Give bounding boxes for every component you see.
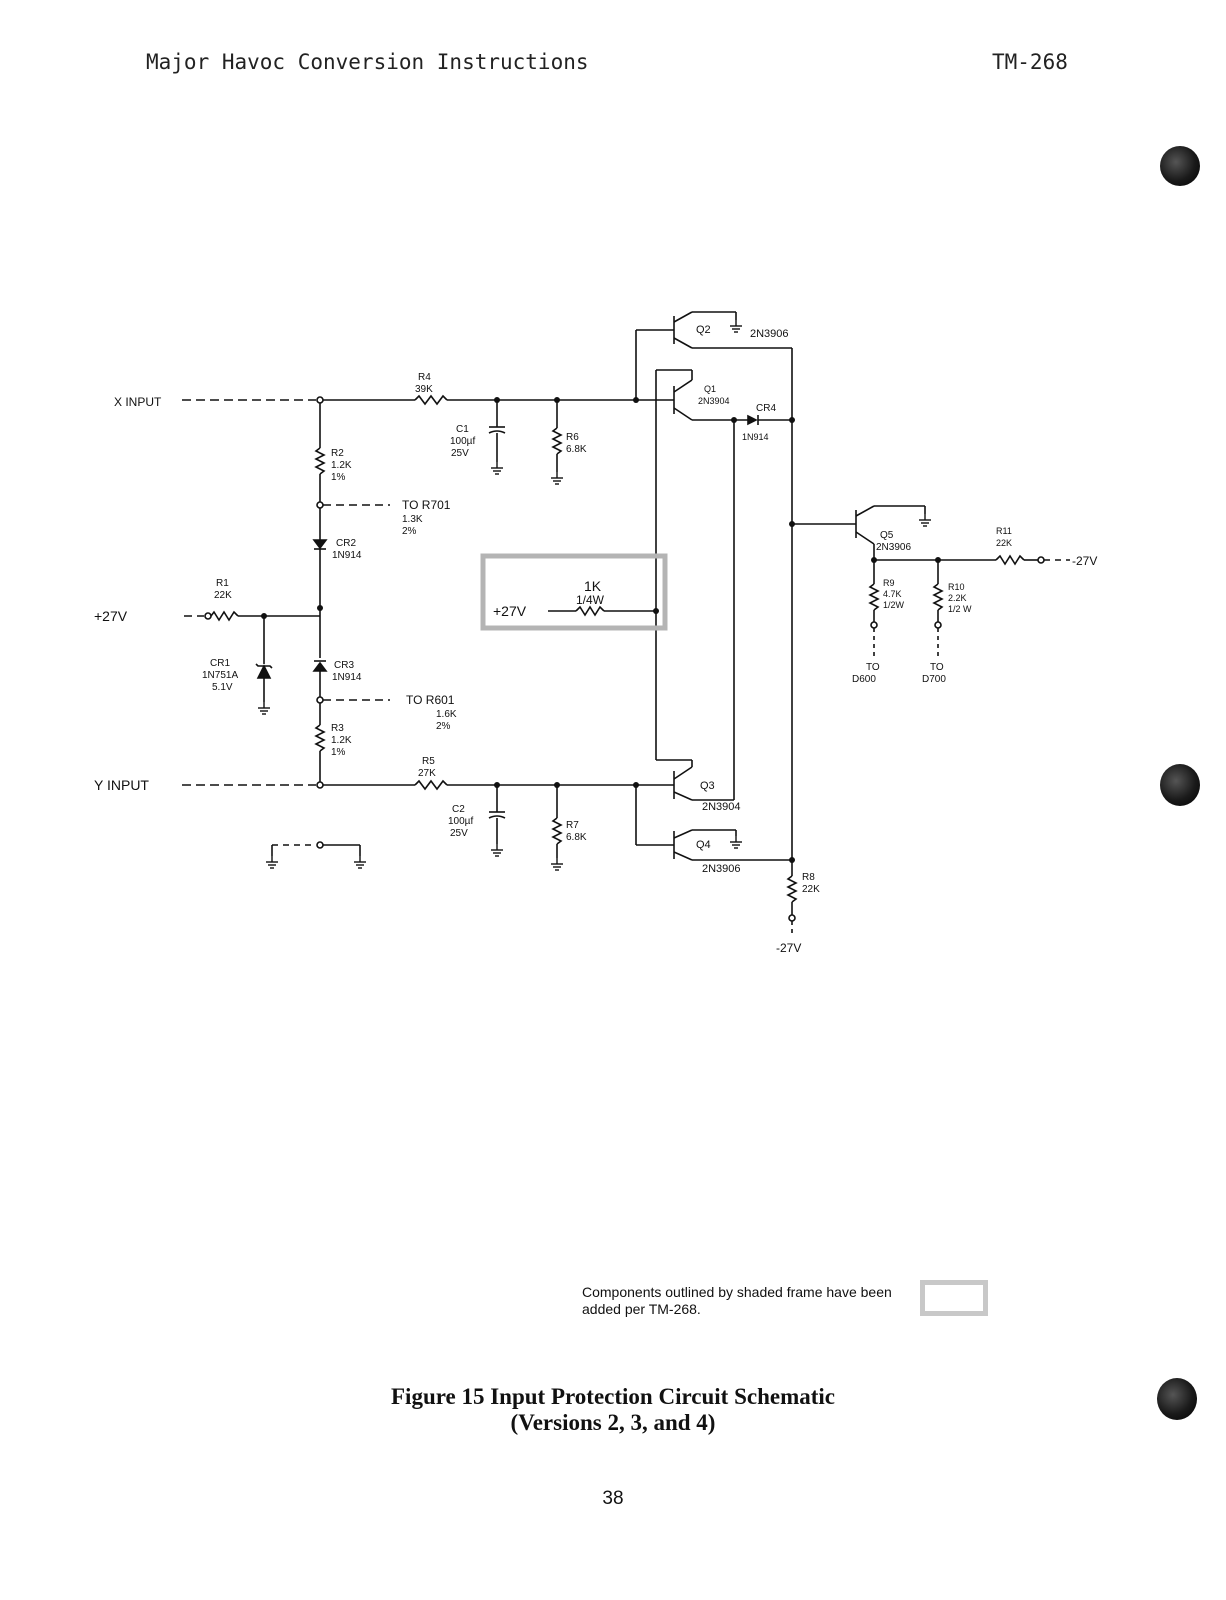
r10-power: 1/2 W — [948, 604, 972, 614]
cr4-label: CR4 — [756, 403, 776, 414]
q3-label: Q3 — [700, 780, 715, 792]
r3-value: 1.2K — [331, 735, 352, 746]
d700-label: D700 — [922, 674, 946, 685]
q5-part: 2N3906 — [876, 542, 911, 553]
plus27v-box-label: +27V — [493, 603, 527, 619]
y-input-label: Y INPUT — [94, 777, 149, 793]
r10-value: 2.2K — [948, 593, 967, 603]
q5-label: Q5 — [880, 530, 894, 541]
to-r701-label: TO R701 — [402, 498, 451, 512]
c2-voltage: 25V — [450, 828, 468, 839]
r11-label: R11 — [996, 526, 1012, 536]
cr3-part: 1N914 — [332, 672, 362, 683]
page-number: 38 — [602, 1488, 624, 1509]
cr2-part: 1N914 — [332, 550, 362, 561]
legend-note: Components outlined by shaded frame have… — [582, 1284, 892, 1317]
q1-label: Q1 — [704, 384, 716, 394]
cr1-label: CR1 — [210, 658, 230, 669]
c2-label: C2 — [452, 804, 465, 815]
cr2-label: CR2 — [336, 538, 356, 549]
q1-part: 2N3904 — [698, 396, 730, 406]
r6-value: 6.8K — [566, 444, 587, 455]
r2-tolerance: 1% — [331, 472, 346, 483]
r601-tolerance: 2% — [436, 721, 451, 732]
cr4-part: 1N914 — [742, 432, 769, 442]
r7-value: 6.8K — [566, 832, 587, 843]
r8-label: R8 — [802, 872, 815, 883]
r701-tolerance: 2% — [402, 526, 417, 537]
r10-label: R10 — [948, 582, 965, 592]
added-resistor-value: 1K — [584, 578, 602, 594]
q2-part: 2N3906 — [750, 328, 789, 340]
r9-value: 4.7K — [883, 589, 902, 599]
r701-value: 1.3K — [402, 514, 423, 525]
legend-shaded-frame — [920, 1280, 988, 1316]
cr1-voltage: 5.1V — [212, 682, 233, 693]
figure-caption-subtitle: (Versions 2, 3, and 4) — [510, 1410, 716, 1435]
r9-label: R9 — [883, 578, 895, 588]
r601-value: 1.6K — [436, 709, 457, 720]
r3-tolerance: 1% — [331, 747, 346, 758]
d600-label: D600 — [852, 674, 876, 685]
to-d600-label: TO — [866, 662, 880, 673]
minus27v-right-label: -27V — [1072, 554, 1097, 568]
r9-power: 1/2W — [883, 600, 905, 610]
to-r601-label: TO R601 — [406, 693, 455, 707]
q4-label: Q4 — [696, 839, 711, 851]
r7-label: R7 — [566, 820, 579, 831]
r2-value: 1.2K — [331, 460, 352, 471]
c1-value: 100µf — [450, 436, 475, 447]
cr3-label: CR3 — [334, 660, 354, 671]
q3-part: 2N3904 — [702, 801, 741, 813]
document-code: TM-268 — [992, 50, 1068, 74]
figure-caption: Figure 15 Input Protection Circuit Schem… — [391, 1384, 835, 1409]
r5-label: R5 — [422, 756, 435, 767]
binder-hole-icon — [1160, 146, 1200, 186]
added-resistor-power: 1/4W — [576, 593, 605, 607]
r11-value: 22K — [996, 538, 1012, 548]
c1-voltage: 25V — [451, 448, 469, 459]
binder-hole-icon — [1160, 764, 1200, 806]
r4-label: R4 — [418, 372, 431, 383]
r6-label: R6 — [566, 432, 579, 443]
document-title: Major Havoc Conversion Instructions — [146, 50, 589, 74]
c2-value: 100µf — [448, 816, 473, 827]
r5-value: 27K — [418, 768, 436, 779]
q4-part: 2N3906 — [702, 863, 741, 875]
minus27v-bottom-label: -27V — [776, 941, 801, 955]
x-input-label: X INPUT — [114, 395, 162, 409]
r3-label: R3 — [331, 723, 344, 734]
cr1-part: 1N751A — [202, 670, 238, 681]
r8-value: 22K — [802, 884, 820, 895]
to-d700-label: TO — [930, 662, 944, 673]
q2-label: Q2 — [696, 324, 711, 336]
binder-hole-icon — [1157, 1378, 1197, 1420]
r4-value: 39K — [415, 384, 433, 395]
r1-label: R1 — [216, 578, 229, 589]
r2-label: R2 — [331, 448, 344, 459]
plus27v-left-label: +27V — [94, 608, 128, 624]
c1-label: C1 — [456, 424, 469, 435]
r1-value: 22K — [214, 590, 232, 601]
